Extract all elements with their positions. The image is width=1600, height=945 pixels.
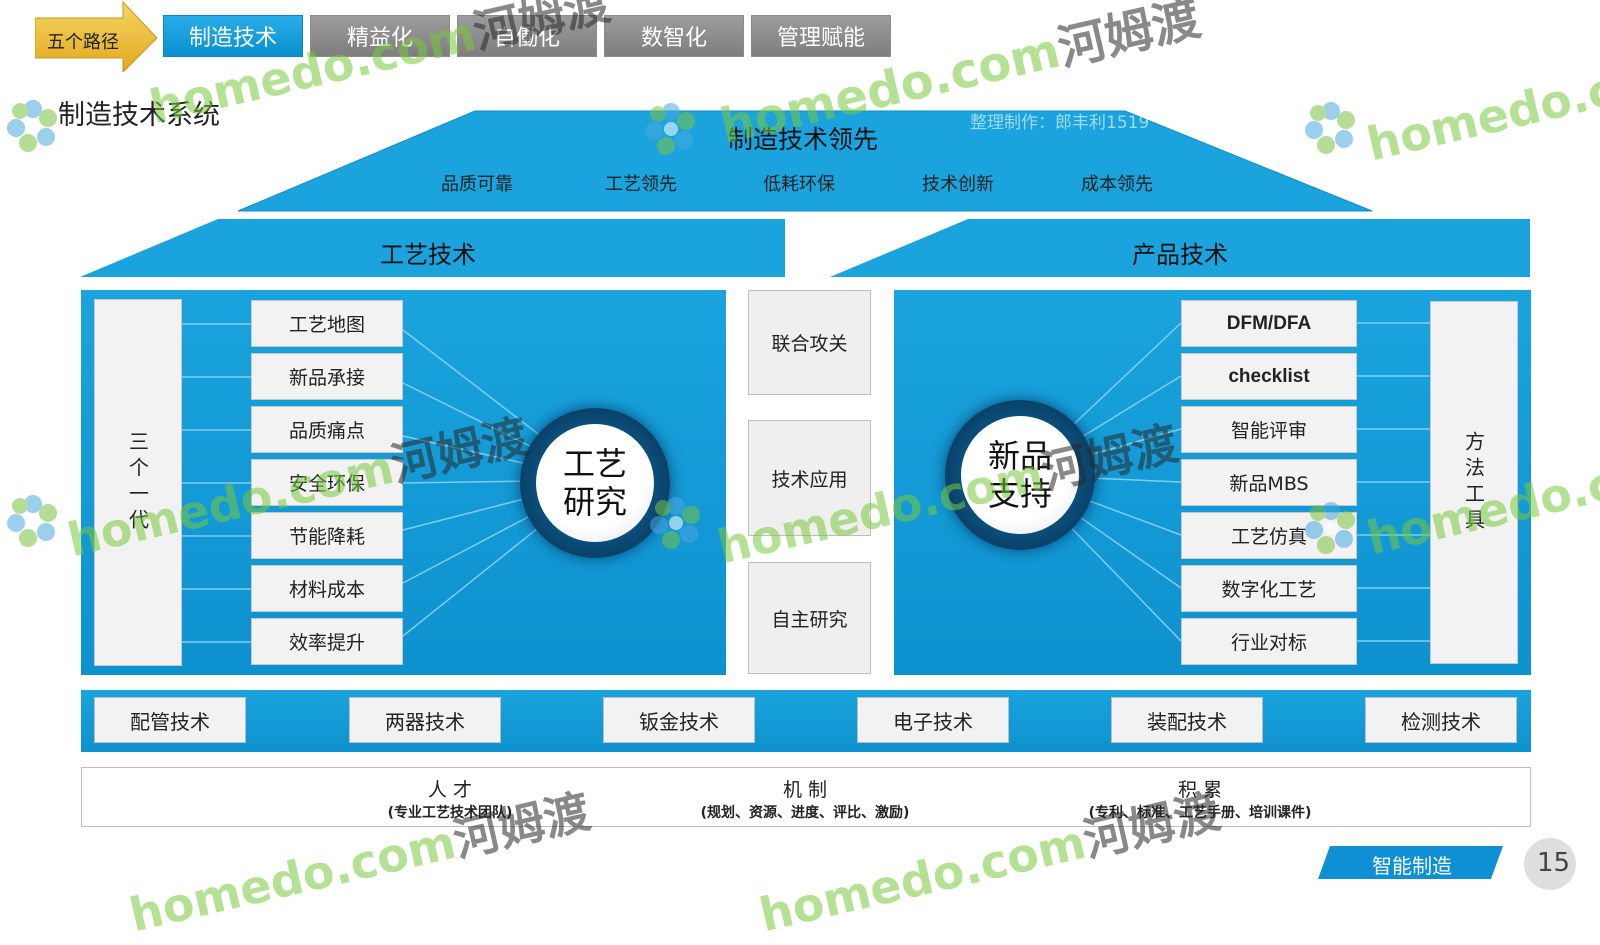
page-number-circle (1524, 838, 1576, 890)
tab-management[interactable]: 管理赋能 (751, 15, 891, 57)
right-item-checklist: checklist (1181, 353, 1357, 400)
hub-text-line2: 支持 (987, 475, 1052, 513)
foundation-mechanism-title: 机 制 (782, 779, 828, 801)
foundation-accumulation: 积 累 (专利、标准、工艺手册、培训课件) (1060, 775, 1340, 822)
tech-piping: 配管技术 (94, 697, 246, 743)
roof-item-low-consumption: 低耗环保 (763, 174, 835, 195)
product-support-hub: 新品 支持 (945, 400, 1095, 550)
tab-manufacturing-tech[interactable]: 制造技术 (163, 15, 303, 57)
left-item-energy: 节能降耗 (251, 512, 403, 559)
right-item-benchmark: 行业对标 (1181, 618, 1357, 665)
left-item-material-cost: 材料成本 (251, 565, 403, 612)
right-item-smart-review: 智能评审 (1181, 406, 1357, 453)
right-roof-title: 产品技术 (1132, 241, 1228, 269)
footer-badge-shape (1318, 846, 1503, 879)
tab-lean[interactable]: 精益化 (310, 15, 450, 57)
flower-icon (1305, 102, 1355, 154)
tech-inspection: 检测技术 (1365, 697, 1517, 743)
arrow-shape (34, 0, 158, 74)
left-item-efficiency: 效率提升 (251, 618, 403, 665)
path-label: 五个路径 (47, 32, 119, 53)
foundation-mechanism-sub: (规划、资源、进度、评比、激励) (700, 805, 910, 821)
left-item-quality-pain: 品质痛点 (251, 406, 403, 453)
roof-title: 制造技术领先 (728, 125, 879, 154)
main-roof (80, 110, 1530, 277)
foundation-accumulation-title: 积 累 (1177, 779, 1223, 801)
foundation-talent: 人 才 (专业工艺技术团队) (370, 775, 530, 822)
left-roof-title: 工艺技术 (380, 241, 476, 269)
right-item-process-sim: 工艺仿真 (1181, 512, 1357, 559)
flower-icon (1305, 502, 1355, 554)
flower-icon (645, 103, 695, 155)
roof-item-cost: 成本领先 (1081, 174, 1153, 195)
right-item-digital-process: 数字化工艺 (1181, 565, 1357, 612)
left-item-safety: 安全环保 (251, 459, 403, 506)
page-title: 制造技术系统 (58, 100, 220, 131)
tech-strip (81, 690, 1531, 752)
left-side-label: 三个一代 (94, 299, 182, 666)
footer-badge: 智能制造 (1372, 854, 1452, 878)
tab-digital[interactable]: 数智化 (604, 15, 744, 57)
foundation-accumulation-sub: (专利、标准、工艺手册、培训课件) (1088, 805, 1312, 821)
center-item-joint-tackle: 联合攻关 (748, 290, 871, 395)
tech-sheet-metal: 钣金技术 (603, 697, 755, 743)
roof-item-innovation: 技术创新 (922, 174, 994, 195)
left-item-new-product: 新品承接 (251, 353, 403, 400)
right-item-dfm-dfa: DFM/DFA (1181, 300, 1357, 347)
roof-item-quality: 品质可靠 (441, 174, 513, 195)
process-research-hub: 工艺 研究 (520, 408, 670, 558)
center-item-tech-application: 技术应用 (748, 420, 871, 536)
hub-text-line1: 新品 (987, 437, 1052, 475)
flower-icon (7, 495, 57, 547)
foundation-box (81, 767, 1531, 827)
left-item-process-map: 工艺地图 (251, 300, 403, 347)
tech-two-devices: 两器技术 (349, 697, 501, 743)
author-note: 整理制作：郎丰利1519 (970, 113, 1150, 133)
right-side-label: 方法工具 (1430, 301, 1518, 664)
tech-assembly: 装配技术 (1111, 697, 1263, 743)
flower-icon (650, 497, 700, 549)
right-item-new-mbs: 新品MBS (1181, 459, 1357, 506)
tab-jidoka[interactable]: 自働化 (457, 15, 597, 57)
hub-text-line1: 工艺 (562, 445, 627, 483)
tech-electronics: 电子技术 (857, 697, 1009, 743)
foundation-mechanism: 机 制 (规划、资源、进度、评比、激励) (670, 775, 940, 822)
path-arrow: 五个路径 (34, 0, 160, 74)
foundation-talent-title: 人 才 (427, 779, 473, 801)
roof-item-process: 工艺领先 (605, 174, 677, 195)
page-number: 15 (1537, 848, 1571, 878)
flower-icon (7, 100, 57, 152)
hub-text-line2: 研究 (562, 483, 627, 521)
center-item-self-research: 自主研究 (748, 562, 871, 674)
foundation-talent-sub: (专业工艺技术团队) (387, 805, 513, 821)
